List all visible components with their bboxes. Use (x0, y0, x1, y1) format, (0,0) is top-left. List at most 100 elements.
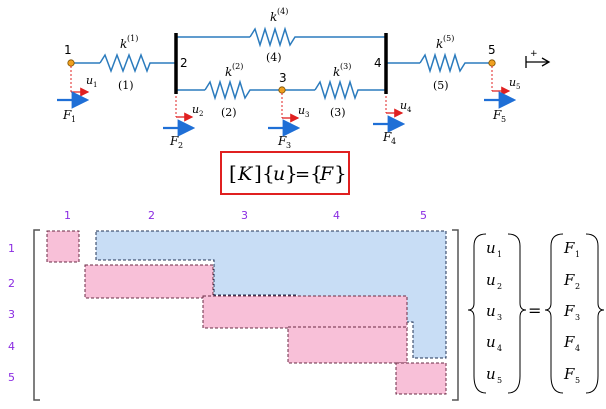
spring-4 (249, 26, 300, 48)
eq-F: F (319, 163, 334, 185)
u-entry: u (486, 333, 496, 351)
F-entry: F (563, 239, 575, 257)
u-entry: u (486, 302, 496, 320)
u-vector: u 1 u 2 u 3 u 4 u 5 (467, 233, 527, 394)
force-sub: 3 (286, 141, 291, 150)
spring-k-sup: (1) (127, 34, 138, 43)
node-label: 2 (180, 56, 188, 70)
force-arrows: F 1 F 2 F 3 F 4 F 5 (57, 91, 517, 150)
force-sub: 4 (391, 137, 396, 146)
F-left-brace (544, 233, 564, 394)
u-entry: u (486, 239, 496, 257)
row-header: 3 (8, 308, 15, 321)
element-label: (3) (330, 106, 346, 119)
force-label: F (62, 108, 72, 122)
eq-brace: { (310, 161, 323, 185)
F-sub: 5 (575, 376, 580, 385)
row-header: 1 (8, 242, 15, 255)
u-entry: u (486, 271, 496, 289)
col-header: 3 (241, 209, 248, 222)
force-label: F (382, 130, 392, 144)
F-entry: F (563, 302, 575, 320)
u-sub: 1 (497, 250, 502, 259)
disp-sub: 4 (407, 106, 412, 114)
disp-label: u (298, 104, 305, 117)
u-sub: 5 (497, 376, 502, 385)
force-sub: 1 (71, 115, 76, 124)
element-label: (5) (433, 79, 449, 92)
spring-5 (419, 52, 470, 74)
disp-label: u (192, 103, 199, 116)
u-sub: 2 (497, 282, 502, 291)
stiffness-matrix: 1 2 3 4 5 1 2 3 4 5 (8, 209, 459, 401)
element-label: (1) (118, 79, 134, 92)
element-label: (2) (221, 106, 237, 119)
eq-equals: = (295, 164, 310, 185)
eq-bracket: ] (254, 161, 262, 185)
node-label: 4 (374, 56, 382, 70)
spring-k-label: k (270, 10, 277, 24)
u-entry: u (486, 365, 496, 383)
spring-k-label: k (333, 65, 340, 79)
disp-label: u (86, 74, 93, 87)
F-sub: 3 (575, 313, 580, 322)
eq-K: K (237, 163, 254, 185)
F-entry: F (563, 365, 575, 383)
spring-k-sup: (4) (277, 7, 288, 16)
vector-equals: = (528, 301, 541, 320)
col-header: 1 (64, 209, 71, 222)
force-label: F (492, 108, 502, 122)
F-entry: F (563, 333, 575, 351)
spring-k-label: k (436, 37, 443, 51)
equation-frame (220, 151, 350, 195)
node-5-dot (488, 59, 496, 67)
u-sub: 3 (497, 313, 502, 322)
matrix-right-bracket (452, 229, 459, 401)
row-header: 4 (8, 340, 15, 353)
u-sub: 4 (497, 344, 502, 353)
row-header: 5 (8, 371, 15, 384)
spring-k-label: k (120, 37, 127, 51)
spring-1 (99, 52, 155, 74)
u-right-brace (507, 233, 527, 394)
eq-brace: } (285, 161, 298, 185)
spring-k-sup: (5) (443, 34, 454, 43)
col-header: 5 (420, 209, 427, 222)
node-3-dot (278, 86, 286, 94)
diag-block-1 (46, 230, 80, 263)
row-header: 2 (8, 277, 15, 290)
F-sub: 1 (575, 250, 580, 259)
spring-k-sup: (3) (340, 62, 351, 71)
spring-3 (314, 79, 362, 101)
equation-box: [ K ] { u } = { F } (220, 151, 350, 195)
node-1-dot (67, 59, 75, 67)
col-header: 2 (148, 209, 155, 222)
spring-system: 1 2 3 4 5 k (1) (1) k (2) (2) k (3) (3) … (64, 7, 551, 119)
F-entry: F (563, 271, 575, 289)
eq-brace: } (334, 161, 347, 185)
force-label: F (169, 134, 179, 148)
disp-sub: 2 (199, 110, 203, 118)
disp-label: u (509, 76, 516, 89)
diag-block-2 (84, 264, 214, 299)
disp-sub: 1 (93, 81, 97, 89)
force-sub: 5 (501, 115, 506, 124)
force-label: F (277, 134, 287, 148)
spring-k-sup: (2) (232, 62, 243, 71)
eq-bracket: [ (229, 161, 237, 185)
eq-u: u (273, 163, 285, 185)
sign-convention-plus: + (530, 49, 538, 59)
node-label: 1 (64, 43, 72, 57)
disp-label: u (400, 99, 407, 112)
displacement-arrows: u 1 u 2 u 3 u 4 u 5 (70, 66, 520, 123)
F-right-brace (585, 233, 605, 394)
force-sub: 2 (178, 141, 183, 150)
F-vector: F 1 F 2 F 3 F 4 F 5 (544, 233, 605, 394)
F-sub: 2 (575, 282, 580, 291)
spring-k-label: k (225, 65, 232, 79)
diag-block-5 (395, 362, 447, 395)
matrix-left-bracket (33, 229, 40, 401)
F-sub: 4 (575, 344, 580, 353)
disp-sub: 3 (305, 111, 309, 119)
